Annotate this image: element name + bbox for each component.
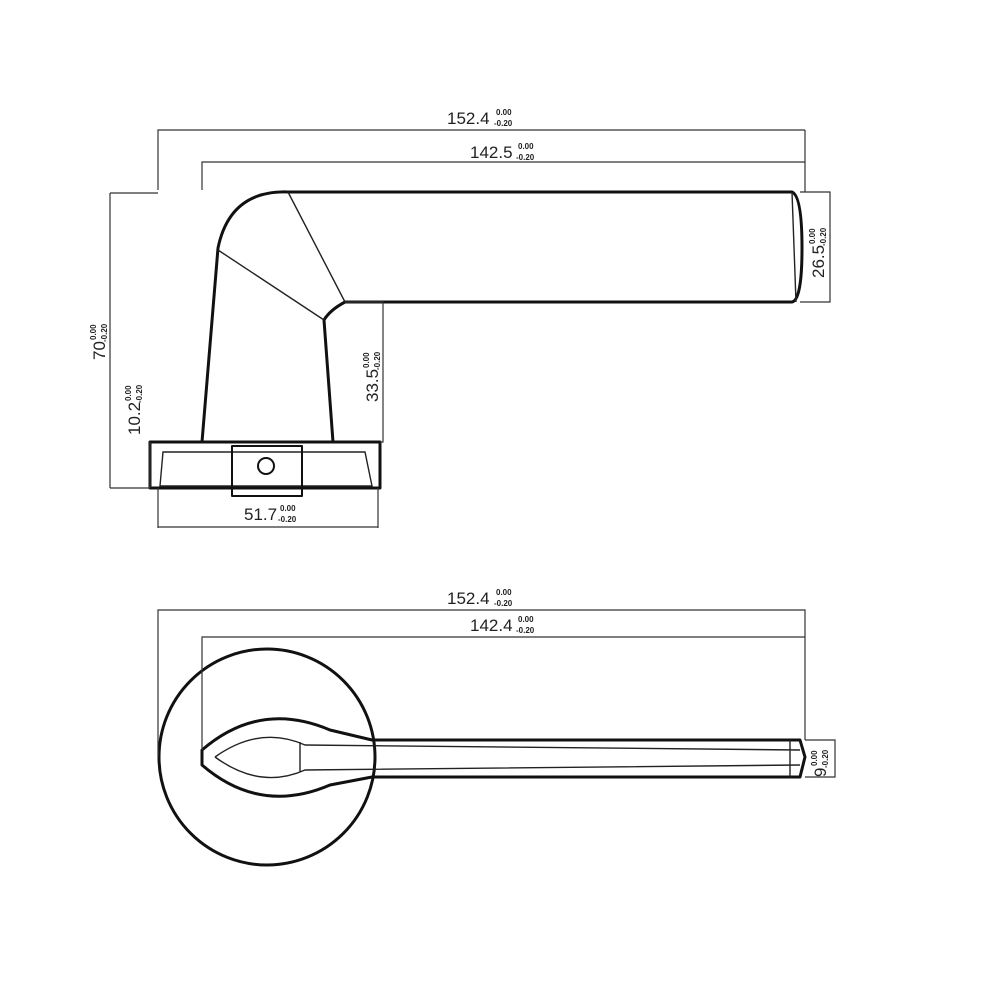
tolerance-lower: -0.20 bbox=[494, 119, 513, 128]
dim-grip-thickness bbox=[805, 739, 836, 778]
overall-height-value: 70 bbox=[90, 341, 109, 360]
dim-rose-width bbox=[157, 488, 379, 528]
tolerance-upper: 0.00 bbox=[810, 750, 819, 766]
rose-width-value: 51.7 bbox=[244, 505, 277, 524]
tolerance-lower: -0.20 bbox=[100, 323, 109, 342]
overall-length-value: 152.4 bbox=[447, 589, 490, 608]
lever-length-value: 142.4 bbox=[470, 616, 513, 635]
rose-height-value: 10.2 bbox=[125, 402, 144, 435]
tolerance-lower: -0.20 bbox=[278, 515, 297, 524]
tolerance-upper: 0.00 bbox=[518, 615, 534, 624]
dim-grip-height bbox=[800, 191, 831, 303]
spindle-block bbox=[231, 445, 303, 497]
dim-overall-length bbox=[157, 609, 806, 757]
tolerance-lower: -0.20 bbox=[819, 227, 828, 246]
overall-length-value: 152.4 bbox=[447, 109, 490, 128]
grip-height-value: 26.5 bbox=[809, 245, 828, 278]
plan-view: 152.4 0.00 -0.20 142.4 0.00 -0.20 9 0.00… bbox=[157, 588, 836, 867]
dim-overall-length bbox=[157, 129, 806, 192]
tolerance-upper: 0.00 bbox=[808, 228, 817, 244]
tolerance-lower: -0.20 bbox=[494, 599, 513, 608]
lever-seam bbox=[217, 191, 346, 321]
grip-thickness-value: 9 bbox=[811, 768, 830, 777]
dim-neck-height bbox=[345, 301, 384, 443]
tolerance-lower: -0.20 bbox=[821, 749, 830, 768]
lock-icon bbox=[257, 457, 275, 475]
tolerance-lower: -0.20 bbox=[516, 626, 535, 635]
tolerance-upper: 0.00 bbox=[89, 324, 98, 340]
side-view: 152.4 0.00 -0.20 142.5 0.00 -0.20 51.7 0… bbox=[89, 108, 831, 528]
dim-lever-length bbox=[201, 636, 805, 750]
tolerance-upper: 0.00 bbox=[280, 504, 296, 513]
rose-inner bbox=[159, 451, 373, 487]
tolerance-upper: 0.00 bbox=[518, 142, 534, 151]
rose-circle bbox=[157, 647, 377, 867]
tolerance-lower: -0.20 bbox=[135, 384, 144, 403]
tolerance-upper: 0.00 bbox=[496, 108, 512, 117]
tolerance-upper: 0.00 bbox=[362, 352, 371, 368]
lever-length-value: 142.5 bbox=[470, 143, 513, 162]
tolerance-upper: 0.00 bbox=[496, 588, 512, 597]
tolerance-lower: -0.20 bbox=[516, 153, 535, 162]
rose-base bbox=[148, 440, 382, 490]
dim-overall-height bbox=[109, 192, 158, 489]
lever-plan-outline bbox=[200, 717, 807, 798]
neck-height-value: 33.5 bbox=[363, 369, 382, 402]
lever-outline bbox=[200, 190, 804, 444]
tolerance-lower: -0.20 bbox=[373, 351, 382, 370]
tolerance-upper: 0.00 bbox=[124, 385, 133, 401]
dim-lever-length bbox=[201, 161, 805, 190]
lever-plan-edges bbox=[214, 736, 801, 779]
lever-end-edge bbox=[791, 191, 797, 303]
